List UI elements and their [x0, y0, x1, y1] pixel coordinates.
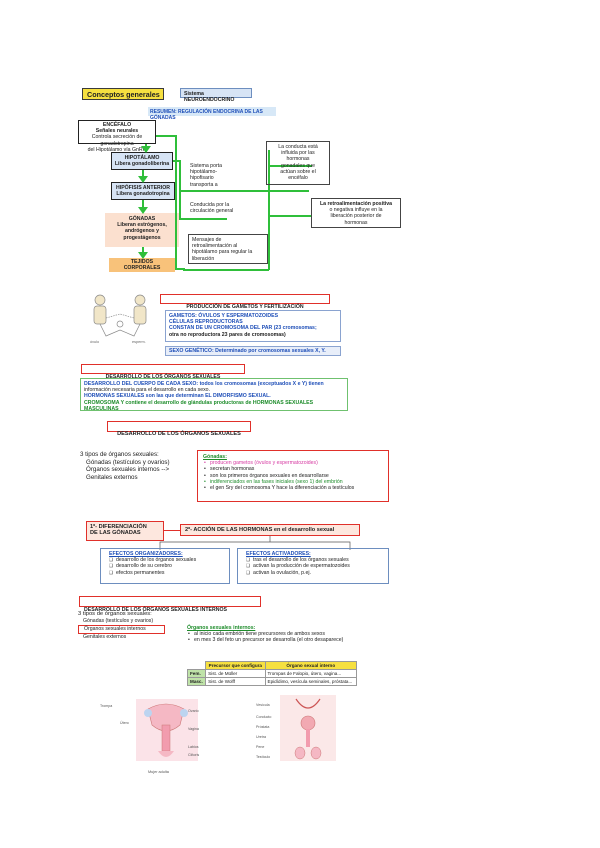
gametes-illustration	[93, 294, 147, 337]
fig-label: Clítoris	[188, 753, 200, 757]
fig-label: Vagina	[188, 727, 199, 731]
feedback-line	[175, 268, 185, 270]
anatomy-female-figure	[118, 697, 214, 767]
connector-line	[183, 269, 269, 271]
box-hipofisis: HIPÓFISIS ANTERIOR Libera gonadotropina	[111, 182, 175, 200]
figure-label: óvulo	[90, 340, 100, 344]
section-title-conceptos: Conceptos generales	[82, 88, 164, 100]
box-desarrollo-cuerpo: DESARROLLO DEL CUERPO DE CADA SEXO: todo…	[80, 378, 348, 412]
arrow-shaft	[142, 247, 144, 255]
box-efectos-activadores: EFECTOS ACTIVADORES: tras el desarrollo …	[237, 548, 389, 584]
connector-line	[173, 160, 181, 162]
box-retroalimentacion: La retroalimentación positiva o negativa…	[311, 198, 401, 228]
connector-line	[268, 150, 270, 270]
connector-line	[164, 530, 180, 531]
fig-caption: Mujer adulta	[148, 770, 169, 774]
arrow-shaft	[142, 200, 144, 210]
fig-label: Próstata	[256, 725, 270, 729]
feedback-line	[175, 135, 177, 270]
text-portal: Sistema porta hipotálamo- hipofisario tr…	[190, 163, 223, 188]
box-hipotalamo: HIPOTÁLAMO Libera gonadoliberina	[111, 152, 173, 170]
fig-label: Testículo	[256, 755, 271, 759]
anatomy-male-figure	[268, 693, 348, 765]
box-efectos-organizadores: EFECTOS ORGANIZADORES: desarrollo de los…	[100, 548, 230, 584]
fig-label: Uretra	[256, 735, 266, 739]
box-mensajes: Mensajes de retroalimentación al hipotál…	[188, 234, 268, 264]
fig-label: Vesícula	[256, 703, 270, 707]
badge-neuroendocrino: Sistema NEUROENDOCRINO	[180, 88, 252, 103]
connector-line	[268, 215, 312, 217]
text-conducida: Conducida por la circulación general	[190, 202, 234, 215]
table-header	[188, 662, 206, 670]
table-row: Fem. Sist. de Müller Trompas de Falopio,…	[186, 669, 358, 678]
fig-label: Pene	[256, 745, 265, 749]
feedback-line	[156, 135, 177, 137]
male-anatomy-icon	[280, 695, 336, 761]
section-title-desarrollo-2: DESARROLLO DE LOS ÓRGANOS SEXUALES	[107, 421, 251, 437]
table-header: Órgano sexual interno	[264, 661, 358, 670]
arrow-shaft	[142, 170, 144, 179]
tipos-list: 3 tipos de órganos sexuales: Gónadas (te…	[80, 451, 170, 481]
box-gonadas: GÓNADAS Liberan estrógenos, andrógenos y…	[105, 213, 179, 247]
connector-line	[179, 218, 227, 220]
box-accion-hormonas: 2º- ACCIÓN DE LAS HORMONAS en el desarro…	[180, 524, 360, 536]
subtitle-regulacion: RESUMEN: REGULACIÓN ENDOCRINA DE LAS GÓN…	[148, 107, 276, 121]
figure-label: esperm.	[132, 340, 146, 344]
precursor-table: Precursor que configura Órgano sexual in…	[186, 661, 358, 686]
box-tejidos: TEJIDOS CORPORALES	[109, 258, 175, 272]
fig-label: Conducto	[256, 715, 272, 719]
fig-label: Ovario	[188, 709, 199, 713]
arrow-down-icon	[138, 207, 148, 214]
organos-internos-text: Órganos sexuales internos: al inicio cad…	[187, 625, 357, 644]
box-gametos: GAMETOS: ÓVULOS Y ESPERMATOZOIDES CÉLULA…	[165, 310, 341, 342]
fig-label: Útero	[120, 721, 129, 725]
arrow-down-icon	[141, 146, 151, 153]
box-conducta: La conducta está influida por las hormon…	[266, 141, 330, 185]
connector-line	[268, 165, 312, 167]
tipos-list-internos: 3 tipos de órganos sexuales: Gónadas (te…	[78, 611, 178, 641]
box-encefalo: ENCÉFALO Señales neurales Controla secre…	[78, 120, 156, 153]
section-title-internos: DESARROLLO DE LOS ÓRGANOS SEXUALES INTER…	[79, 596, 261, 613]
table-header: Precursor que configura	[205, 661, 266, 670]
female-anatomy-icon	[136, 699, 198, 761]
fig-label: Trompa	[100, 704, 113, 708]
section-title-produccion: PRODUCCIÓN DE GAMETOS Y FERTILIZACIÓN	[160, 294, 330, 310]
table-row: Masc. Sist. de Wolff Epidídimo, vesícula…	[186, 677, 358, 686]
bracket-lines	[159, 536, 351, 550]
connector-line	[179, 190, 309, 192]
arrow-down-icon	[138, 252, 148, 259]
box-diferenciacion: 1º- DIFERENCIACIÓN DE LAS GÓNADAS	[86, 521, 164, 541]
fig-label: Labios	[188, 745, 199, 749]
box-gonadas-info: Gónadas: producen gametos (óvulos y espe…	[197, 450, 389, 502]
arrow-down-icon	[138, 176, 148, 183]
box-sexo-genetico: SEXO GENÉTICO: Determinado por cromosoma…	[165, 346, 341, 356]
section-title-desarrollo-1: DESARROLLO DE LOS ÓRGANOS SEXUALES	[81, 364, 245, 380]
